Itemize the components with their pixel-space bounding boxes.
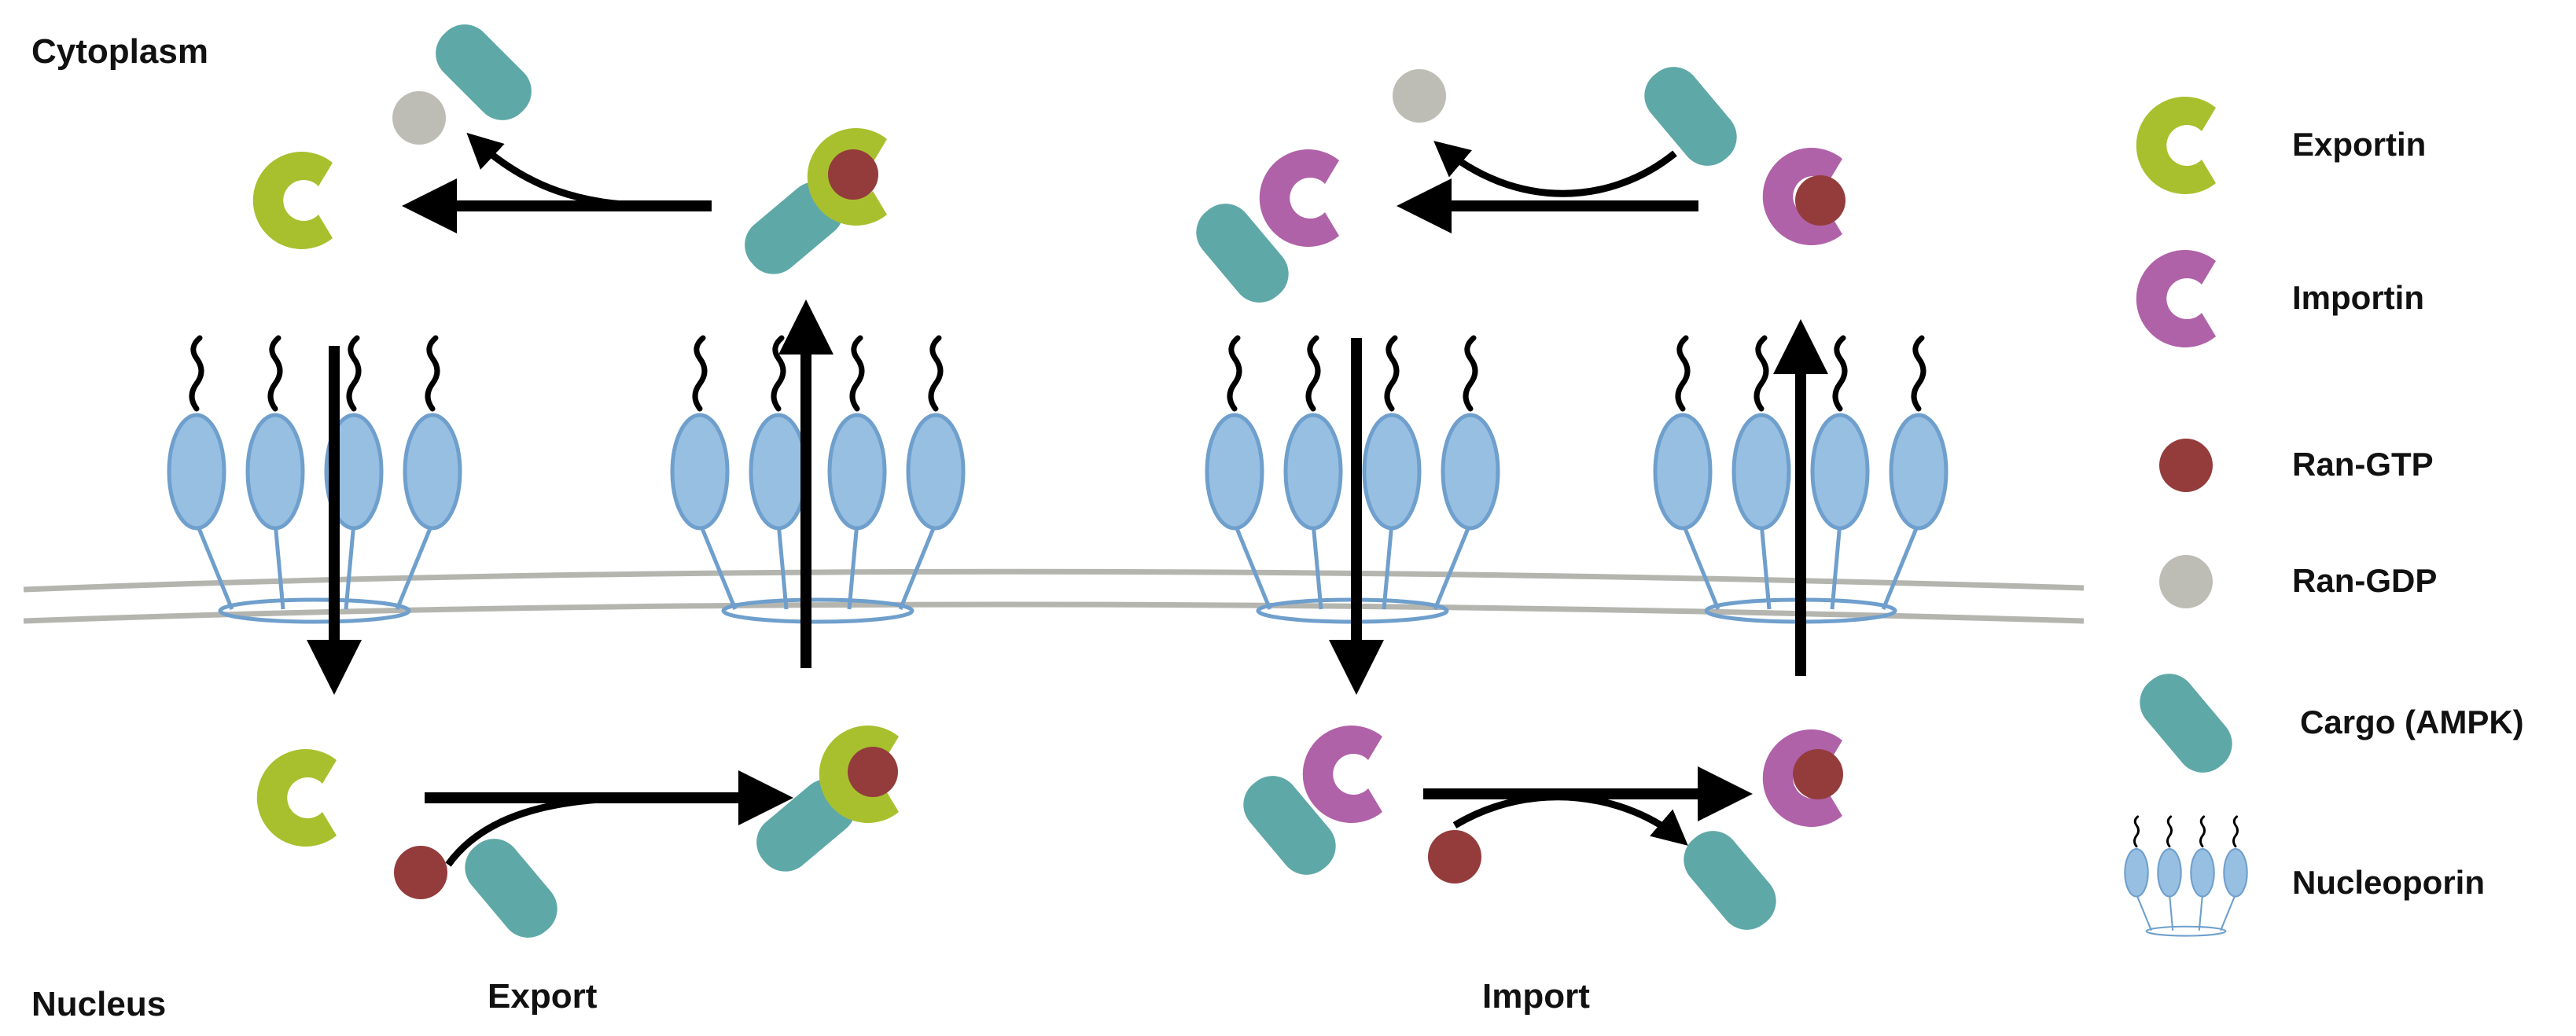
- ran-gdp-icon: [2159, 555, 2213, 608]
- legend-ran-gtp-label: Ran-GTP: [2292, 446, 2434, 483]
- ran-gtp-import-nucleus: [1793, 749, 1843, 799]
- ran-gdp-import-released: [1393, 69, 1446, 123]
- exportin-free-nucleus: [256, 749, 337, 847]
- ran-gtp-import-cytoplasm: [1795, 175, 1846, 226]
- legend-cargo-label: Cargo (AMPK): [2300, 704, 2524, 740]
- nucleus-label: Nucleus: [31, 985, 166, 1023]
- cargo-import-released-nucleus: [1673, 820, 1787, 941]
- ran-gtp-nucleus-export: [394, 846, 447, 899]
- nuclear-membrane: [23, 568, 2085, 624]
- cargo-icon: [2129, 663, 2243, 784]
- export-arrows: [307, 178, 834, 825]
- exportin-icon: [2136, 97, 2216, 195]
- ran-gtp-export-nucleus: [848, 747, 898, 797]
- legend-exportin-label: Exportin: [2292, 126, 2426, 163]
- arrow-ran-bind-cargo-release: [1452, 793, 1688, 846]
- import-label: Import: [1482, 977, 1590, 1016]
- importin-cargo-complex-cytoplasm: [1259, 149, 1339, 248]
- export-side-arrows: [445, 132, 661, 867]
- legend-importin-label: Importin: [2292, 279, 2424, 316]
- importin-cargo-complex-nucleus: [1302, 726, 1382, 823]
- nucleoporin-icon: [2125, 817, 2247, 936]
- cytoplasm-label: Cytoplasm: [31, 32, 208, 71]
- legend-nucleoporin-label: Nucleoporin: [2292, 864, 2485, 901]
- legend: Exportin Importin Ran-GTP Ran-GDP Cargo …: [2125, 97, 2524, 936]
- arrow-join-ran-cargo: [445, 794, 646, 867]
- exportin-free-cytoplasm: [252, 152, 333, 250]
- ran-gtp-icon: [2159, 439, 2213, 492]
- ran-gdp-released: [392, 91, 446, 145]
- nucleoporin-complex-2: [672, 338, 963, 622]
- import-side-arrows: [1433, 141, 1688, 846]
- importin-icon: [2136, 250, 2216, 348]
- cargo-import-released: [1633, 56, 1748, 177]
- import-arrows: [1329, 178, 1828, 821]
- ran-gtp-export-cytoplasm: [828, 149, 878, 200]
- ran-gtp-nucleus-import: [1428, 830, 1481, 884]
- legend-ran-gdp-label: Ran-GDP: [2292, 562, 2437, 599]
- cargo-nucleus-export: [454, 828, 569, 949]
- arrow-release-cargo-rangdp: [466, 132, 661, 210]
- arrow-release-cargo-rangdp-import: [1433, 141, 1677, 197]
- export-label: Export: [488, 977, 598, 1016]
